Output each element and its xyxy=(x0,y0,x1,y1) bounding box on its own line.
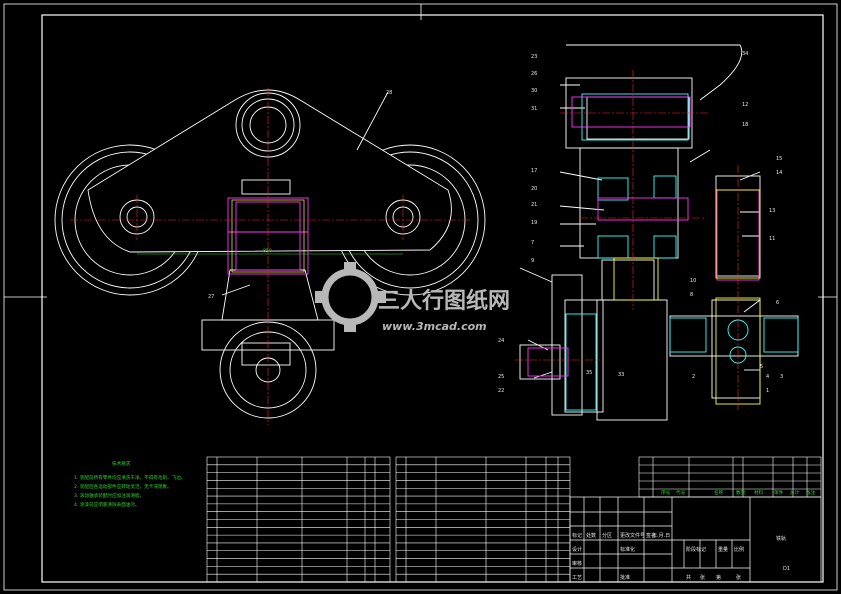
callout-8: 8 xyxy=(690,292,693,298)
callout-31: 31 xyxy=(531,106,537,112)
callout-22: 22 xyxy=(498,388,504,394)
tb-label-zone: 分区 xyxy=(602,532,612,539)
tb-label-design: 设计 xyxy=(572,546,582,553)
tb-label-weight: 重量 xyxy=(718,546,728,553)
callout-34: 34 xyxy=(742,51,748,57)
bom-header-unit: 单件 xyxy=(774,489,784,496)
callout-7: 7 xyxy=(531,240,534,246)
side-view xyxy=(519,44,799,421)
bom-header-material: 材料 xyxy=(754,489,764,496)
watermark: 三人行图纸网 www.3mcad.com xyxy=(315,262,510,333)
bom-header-seq: 序号 xyxy=(661,489,671,496)
title-block xyxy=(569,496,822,583)
callout-23: 23 xyxy=(531,54,537,60)
dimension-label: 850 xyxy=(263,248,272,254)
bom-table-left xyxy=(206,456,391,583)
bom-header-remark: 备注 xyxy=(806,489,816,496)
tb-label-change-doc: 更改文件号 xyxy=(620,532,645,539)
callout-3: 3 xyxy=(780,374,783,380)
tb-label-date: 年.月.日 xyxy=(652,532,670,539)
tb-label-ratio: 比例 xyxy=(734,546,744,553)
callout-33: 33 xyxy=(618,372,624,378)
callout-18: 18 xyxy=(742,122,748,128)
callout-27: 27 xyxy=(208,294,214,300)
callout-35: 35 xyxy=(586,370,592,376)
bom-table-right xyxy=(638,456,822,498)
gear-teeth xyxy=(315,262,386,332)
tb-label-approve: 批准 xyxy=(620,574,630,581)
side-view-cyan-parts xyxy=(565,93,799,411)
tech-requirement-1: 1. 装配前所有零件均应清洗干净，不得有毛刺、飞边。 xyxy=(74,474,186,481)
title-block-scale: D1 xyxy=(783,566,790,572)
callout-28: 28 xyxy=(386,90,392,96)
callout-10: 10 xyxy=(690,278,696,284)
callout-20: 20 xyxy=(531,186,537,192)
bom-header-name: 名称 xyxy=(714,489,724,496)
watermark-brand: 三人行图纸网 xyxy=(378,288,510,314)
callout-1: 1 xyxy=(766,388,769,394)
tb-label-process: 工艺 xyxy=(572,575,582,581)
callout-4: 4 xyxy=(766,374,769,380)
callout-14: 14 xyxy=(776,170,782,176)
tech-requirements-heading: 技术要求 xyxy=(112,460,131,467)
tb-label-review: 审核 xyxy=(572,560,582,567)
tb-label-stage: 阶段标记 xyxy=(686,546,706,553)
front-view-centerlines xyxy=(70,88,470,425)
callout-24: 24 xyxy=(498,338,504,344)
tb-label-page: 第 xyxy=(716,574,721,581)
side-view-centerlines xyxy=(515,70,739,410)
tb-label-sheet2: 张 xyxy=(736,574,741,581)
tech-requirement-3: 3. 滚动轴承装配时应加注润滑脂。 xyxy=(74,492,144,499)
tb-label-count: 处数 xyxy=(586,532,596,539)
tech-requirement-4: 4. 涂漆前应彻底清除表面油污。 xyxy=(74,501,140,508)
bom-header-qty: 数量 xyxy=(736,489,746,496)
callout-2: 2 xyxy=(692,374,695,380)
tb-label-mark: 标记 xyxy=(572,532,582,539)
callout-17: 17 xyxy=(531,168,537,174)
callout-26: 26 xyxy=(531,71,537,77)
tb-label-standard: 标准化 xyxy=(620,546,635,553)
tb-label-total: 共 xyxy=(686,574,691,581)
callout-21: 21 xyxy=(531,202,537,208)
callout-5: 5 xyxy=(760,364,763,370)
callout-9: 9 xyxy=(531,258,534,264)
callout-11: 11 xyxy=(769,236,775,242)
callout-30: 30 xyxy=(531,88,537,94)
callout-15: 15 xyxy=(776,156,782,162)
title-block-name: 铁轨 xyxy=(776,535,786,542)
tech-requirement-2: 2. 装配后各运动部件应转动灵活，无卡滞现象。 xyxy=(74,483,172,490)
callout-6: 6 xyxy=(776,300,779,306)
tech-requirements: 技术要求 1. 装配前所有零件均应清洗干净，不得有毛刺、飞边。 2. 装配后各运… xyxy=(74,460,186,508)
tb-label-sheet1: 张 xyxy=(700,574,705,581)
bom-table-middle xyxy=(395,456,571,583)
tb-label-sign: 签名 xyxy=(646,532,656,539)
bom-header-total: 总计 xyxy=(790,489,800,496)
watermark-url: www.3mcad.com xyxy=(382,320,487,333)
callout-12: 12 xyxy=(742,102,748,108)
bom-header-code: 代号 xyxy=(676,489,686,496)
callout-19: 19 xyxy=(531,220,537,226)
callout-13: 13 xyxy=(769,208,775,214)
gear-icon xyxy=(321,268,379,326)
callout-25: 25 xyxy=(498,374,504,380)
